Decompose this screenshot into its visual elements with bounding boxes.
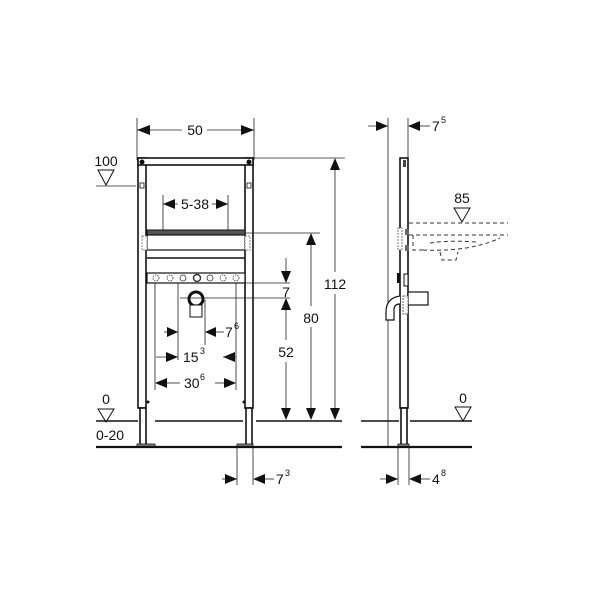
bracket-adjust-label: 5-38 [181,196,209,212]
drain-height-label: 52 [278,344,294,360]
left-upright [137,157,147,409]
supply-spacing-inner-label: 15 [183,349,199,365]
top-rail [137,157,254,166]
floor-adjust-label: 0-20 [96,427,124,443]
side-level-marker-floor: 0 [361,390,472,423]
side-drain-trap [385,291,429,321]
side-depth-sup: 5 [441,115,446,125]
dimension-supply-spacing-outer: 30 6 [155,372,236,391]
drain-offset-label: 7 [282,284,290,300]
dimension-total-height: 112 [253,157,347,420]
supply-spacing-outer-label: 30 [184,375,200,391]
side-depth-label: 7 [432,118,440,134]
side-view: 7 5 85 [361,115,508,487]
dimension-side-depth: 7 5 [368,115,446,447]
foot-offset-sup: 3 [285,468,290,478]
dimension-drain-height: 52 [278,310,294,420]
level-marker-floor: 0 0-20 [96,391,342,443]
right-leg [245,407,253,447]
level-top-label: 100 [94,153,118,169]
basin-outline: 85 [409,190,508,261]
level-floor-label: 0 [102,391,110,407]
supply-offset-sup: 6 [234,321,239,331]
side-foot-label: 4 [432,471,440,487]
drain-outlet [187,290,205,308]
supply-offset-label: 7 [225,324,233,340]
front-view: 50 100 5-38 [94,118,346,487]
dimension-foot-offset: 7 3 [222,447,290,487]
basin-height-label: 80 [303,310,319,326]
side-foot-sup: 8 [441,468,446,478]
left-leg [139,407,147,447]
supply-rail [146,272,246,284]
dimension-basin-height: 80 [303,233,319,420]
supply-spacing-inner-sup: 3 [200,346,205,356]
side-level-floor-label: 0 [459,390,467,406]
side-leg [400,407,408,447]
dimension-width: 50 [136,118,255,160]
foot-offset-label: 7 [276,471,284,487]
dimension-drain-offset: 7 [281,258,291,310]
basin-level-label: 85 [454,190,470,206]
level-marker-top: 100 [94,153,136,187]
basin-bracket-rail [146,229,246,236]
supply-spacing-outer-sup: 6 [200,372,205,382]
total-height-label: 112 [324,276,347,292]
dimension-supply-spacing-inner: 15 3 [156,346,236,365]
width-label: 50 [187,122,203,138]
dimension-bracket-adjust: 5-38 [162,195,229,232]
dimension-side-foot: 4 8 [380,447,446,487]
dimension-supply-offset: 7 6 [164,321,239,340]
